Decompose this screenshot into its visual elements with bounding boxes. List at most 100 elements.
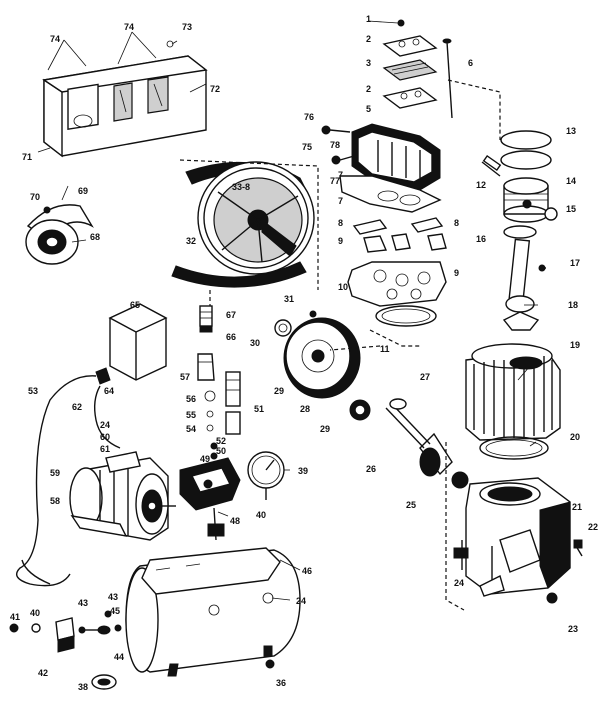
crankshaft xyxy=(349,398,469,489)
label-14: 14 xyxy=(566,176,576,186)
label-6: 6 xyxy=(468,58,473,68)
label-74b: 74 xyxy=(124,22,134,32)
label-61: 61 xyxy=(100,444,110,454)
label-16: 16 xyxy=(476,234,486,244)
label-68: 68 xyxy=(90,232,100,242)
label-48: 48 xyxy=(230,516,240,526)
label-75: 75 xyxy=(302,142,312,152)
connecting-rod xyxy=(502,238,546,331)
piston-assembly xyxy=(481,130,558,239)
label-56: 56 xyxy=(186,394,196,404)
label-65: 65 xyxy=(130,300,140,310)
motor xyxy=(69,451,176,541)
label-20: 20 xyxy=(570,432,580,442)
label-40b: 40 xyxy=(256,510,266,520)
label-5: 5 xyxy=(366,104,371,114)
label-44: 44 xyxy=(114,652,124,662)
part-labels: 1 2 3 2 5 6 7 7 8 9 8 9 10 11 12 13 14 1… xyxy=(10,14,598,692)
label-55: 55 xyxy=(186,410,196,420)
label-46: 46 xyxy=(302,566,312,576)
label-50: 50 xyxy=(216,446,226,456)
label-70: 70 xyxy=(30,192,40,202)
pressure-gauge xyxy=(247,451,285,500)
label-53: 53 xyxy=(28,386,38,396)
label-29b: 29 xyxy=(320,424,330,434)
label-67: 67 xyxy=(226,310,236,320)
cylinder xyxy=(465,343,561,460)
fittings xyxy=(197,305,241,460)
label-25: 25 xyxy=(406,500,416,510)
label-69: 69 xyxy=(78,186,88,196)
label-54: 54 xyxy=(186,424,196,434)
label-59: 59 xyxy=(50,468,60,478)
label-10: 10 xyxy=(338,282,348,292)
label-1: 1 xyxy=(366,14,371,24)
label-33: 33-8 xyxy=(232,182,250,192)
label-57: 57 xyxy=(180,372,190,382)
head-gaskets xyxy=(367,19,453,119)
label-9b: 9 xyxy=(454,268,459,278)
label-15: 15 xyxy=(566,204,576,214)
label-13: 13 xyxy=(566,126,576,136)
pressure-switch xyxy=(16,303,168,587)
label-64: 64 xyxy=(104,386,114,396)
label-19: 19 xyxy=(570,340,580,350)
label-38: 38 xyxy=(78,682,88,692)
leader-lines xyxy=(37,31,538,611)
label-29a: 29 xyxy=(274,386,284,396)
label-27: 27 xyxy=(420,372,430,382)
label-43a: 43 xyxy=(78,598,88,608)
label-72: 72 xyxy=(210,84,220,94)
label-21: 21 xyxy=(572,502,582,512)
label-8b: 8 xyxy=(454,218,459,228)
label-2b: 2 xyxy=(366,84,371,94)
bearing-plate xyxy=(274,310,361,399)
flywheel-pulley xyxy=(171,161,315,288)
belt xyxy=(25,204,94,265)
label-31: 31 xyxy=(284,294,294,304)
label-36: 36 xyxy=(276,678,286,688)
label-2a: 2 xyxy=(366,34,371,44)
label-8a: 8 xyxy=(338,218,343,228)
drain-fittings xyxy=(9,559,122,690)
label-41: 41 xyxy=(10,612,20,622)
label-73: 73 xyxy=(182,22,192,32)
belt-guard-panel xyxy=(42,40,208,158)
label-49: 49 xyxy=(200,454,210,464)
crankcase xyxy=(453,477,583,604)
label-77: 77 xyxy=(330,176,340,186)
label-7b: 7 xyxy=(338,196,343,206)
label-24a: 24 xyxy=(454,578,464,588)
label-43b: 43 xyxy=(108,592,118,602)
label-52: 52 xyxy=(216,436,226,446)
label-22: 22 xyxy=(588,522,598,532)
air-tank xyxy=(125,547,301,677)
label-62: 62 xyxy=(72,402,82,412)
label-78: 78 xyxy=(330,140,340,150)
label-60: 60 xyxy=(100,432,110,442)
label-11: 11 xyxy=(380,344,390,354)
label-18: 18 xyxy=(568,300,578,310)
label-39: 39 xyxy=(298,466,308,476)
label-32: 32 xyxy=(186,236,196,246)
label-28: 28 xyxy=(300,404,310,414)
label-30: 30 xyxy=(250,338,260,348)
label-40a: 40 xyxy=(30,608,40,618)
label-23: 23 xyxy=(568,624,578,634)
label-3: 3 xyxy=(366,58,371,68)
label-24b: 24 xyxy=(296,596,306,606)
label-76: 76 xyxy=(304,112,314,122)
label-51: 51 xyxy=(254,404,264,414)
cylinder-head xyxy=(321,123,442,213)
label-45: 45 xyxy=(110,606,120,616)
label-74a: 74 xyxy=(50,34,60,44)
label-58: 58 xyxy=(50,496,60,506)
label-17: 17 xyxy=(570,258,580,268)
label-24c: 24 xyxy=(100,420,110,430)
label-42: 42 xyxy=(38,668,48,678)
label-26: 26 xyxy=(366,464,376,474)
reed-valves xyxy=(352,217,447,253)
valve-plate xyxy=(347,261,447,327)
